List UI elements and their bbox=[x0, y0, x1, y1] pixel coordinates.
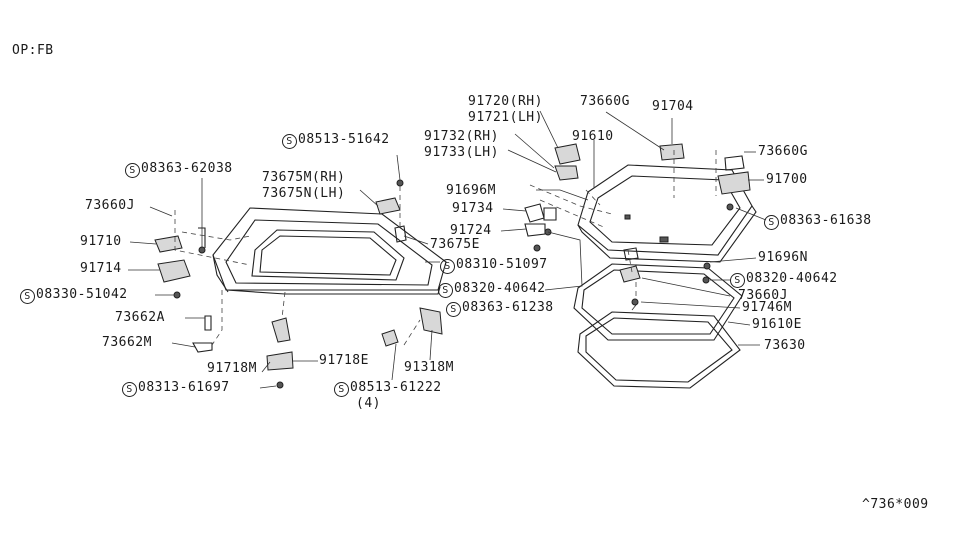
screw-symbol: S bbox=[764, 215, 779, 230]
part-91724: 91724 bbox=[450, 223, 492, 238]
screw-symbol: S bbox=[20, 289, 35, 304]
part-91718m: 91718M bbox=[207, 361, 257, 376]
left-clip-parts bbox=[154, 179, 443, 389]
screw-symbol: S bbox=[438, 283, 453, 298]
part-73660g-top: 73660G bbox=[580, 94, 630, 109]
screw-symbol: S bbox=[730, 273, 745, 288]
screw-symbol: S bbox=[334, 382, 349, 397]
sunroof-seal-upper bbox=[573, 263, 743, 341]
part-91318m: 91318M bbox=[404, 360, 454, 375]
leader-lines bbox=[128, 110, 767, 389]
part-91704: 91704 bbox=[652, 99, 694, 114]
part-08513-61222-quantity: (4) bbox=[356, 396, 381, 411]
assembly-lines bbox=[174, 150, 717, 346]
part-73630: 73630 bbox=[764, 338, 806, 353]
part-91610: 91610 bbox=[572, 129, 614, 144]
part-73675n: 73675N(LH) bbox=[262, 186, 346, 201]
part-73675e: 73675E bbox=[430, 237, 480, 252]
part-73662a: 73662A bbox=[115, 310, 165, 325]
part-91720: 91720(RH) bbox=[468, 94, 543, 109]
part-91610e: 91610E bbox=[752, 317, 802, 332]
part-91714: 91714 bbox=[80, 261, 122, 276]
part-91700: 91700 bbox=[766, 172, 808, 187]
part-91734: 91734 bbox=[452, 201, 494, 216]
part-73662m: 73662M bbox=[102, 335, 152, 350]
part-73660j-right: 73660J bbox=[738, 288, 788, 303]
diagram-reference: ^736*009 bbox=[862, 497, 929, 512]
part-91710: 91710 bbox=[80, 234, 122, 249]
part-73660g-right: 73660G bbox=[758, 144, 808, 159]
roof-trim-panel bbox=[212, 207, 447, 295]
screw-symbol: S bbox=[282, 134, 297, 149]
part-91696m: 91696M bbox=[446, 183, 496, 198]
screw-symbol: S bbox=[440, 259, 455, 274]
right-clip-parts bbox=[524, 143, 751, 306]
screw-symbol: S bbox=[446, 302, 461, 317]
part-91718e: 91718E bbox=[319, 353, 369, 368]
part-91733: 91733(LH) bbox=[424, 145, 499, 160]
part-91721: 91721(LH) bbox=[468, 110, 543, 125]
part-73660j-left: 73660J bbox=[85, 198, 135, 213]
sunroof-frame bbox=[577, 164, 757, 263]
part-73675m: 73675M(RH) bbox=[262, 170, 346, 185]
part-91732: 91732(RH) bbox=[424, 129, 499, 144]
diagram-code: OP:FB bbox=[12, 43, 54, 58]
part-91746m: 91746M bbox=[742, 300, 792, 315]
screw-symbol: S bbox=[122, 382, 137, 397]
sunroof-seal-lower bbox=[577, 311, 741, 389]
part-91696n: 91696N bbox=[758, 250, 808, 265]
screw-symbol: S bbox=[125, 163, 140, 178]
